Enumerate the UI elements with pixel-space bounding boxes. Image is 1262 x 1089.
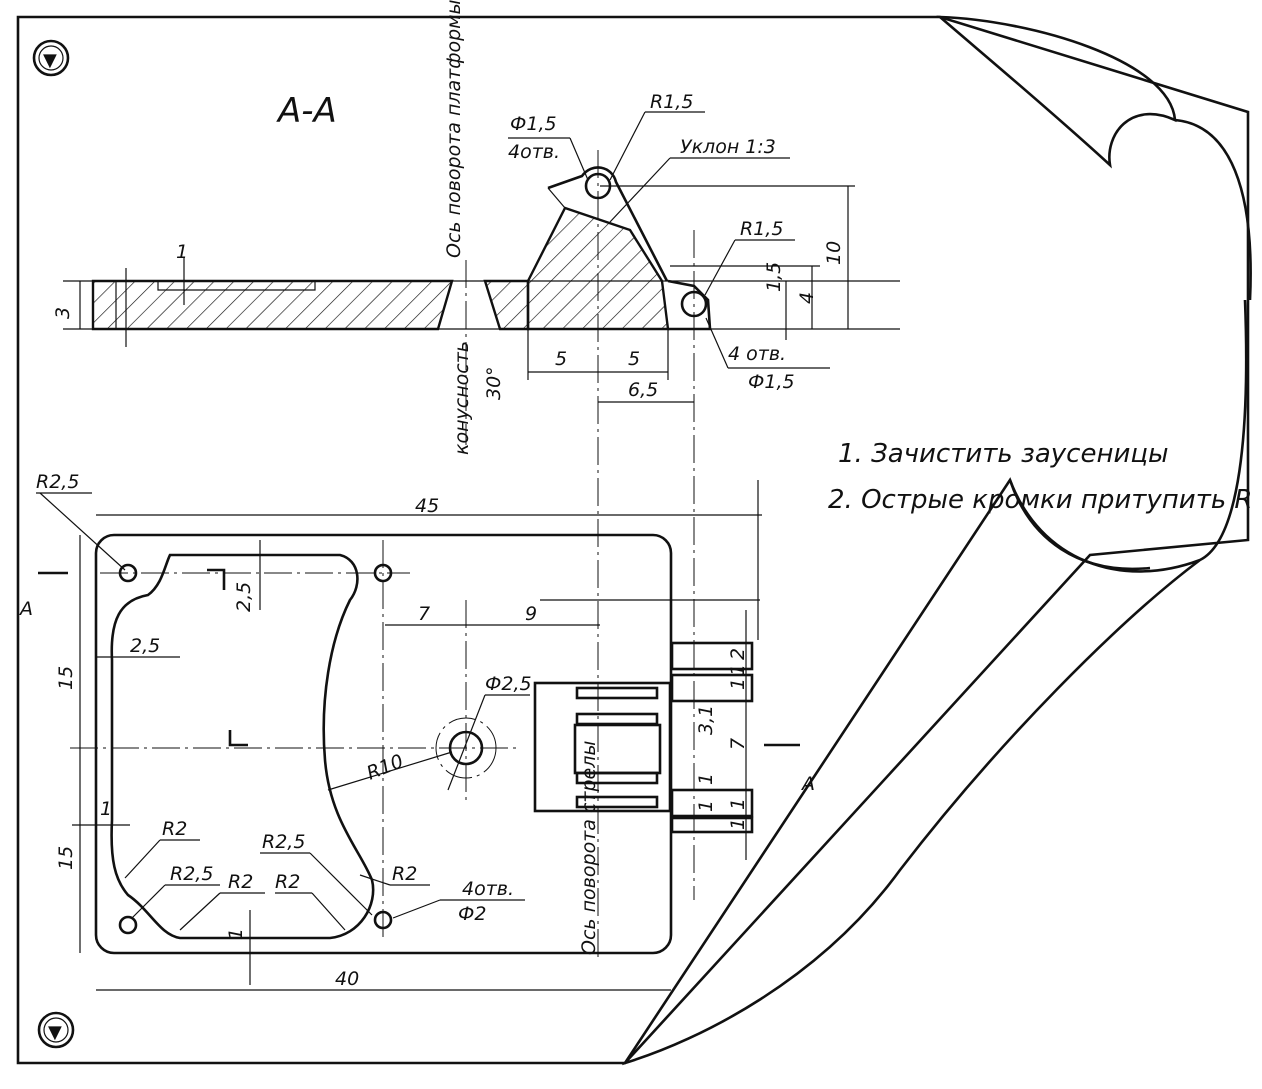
svg-text:15: 15 bbox=[55, 666, 77, 690]
svg-text:6,5: 6,5 bbox=[628, 379, 658, 401]
taper-angle: 30° bbox=[483, 366, 505, 400]
plan-hole-3 bbox=[118, 915, 138, 935]
svg-text:1: 1 bbox=[100, 798, 112, 820]
svg-text:R1,5: R1,5 bbox=[650, 91, 693, 113]
svg-text:▼: ▼ bbox=[48, 1022, 62, 1043]
svg-text:10: 10 bbox=[823, 241, 845, 265]
svg-text:Уклон 1:3: Уклон 1:3 bbox=[680, 136, 776, 158]
svg-text:R2,5: R2,5 bbox=[36, 471, 79, 493]
lug-outline bbox=[547, 166, 669, 282]
svg-text:1: 1 bbox=[727, 664, 749, 676]
sheet-border bbox=[16, 15, 1250, 1065]
corner-mark-top: ▼ bbox=[32, 39, 70, 77]
section-title: А-А bbox=[276, 91, 337, 131]
svg-text:1: 1 bbox=[727, 818, 749, 830]
boom-axis-label: Ось поворота стрелы bbox=[578, 741, 600, 955]
svg-text:4отв.: 4отв. bbox=[462, 878, 514, 900]
svg-text:40: 40 bbox=[335, 968, 359, 990]
section-plate-right bbox=[483, 279, 530, 331]
svg-text:Ф2: Ф2 bbox=[458, 903, 486, 925]
svg-text:2,5: 2,5 bbox=[233, 582, 255, 612]
svg-text:4 отв.: 4 отв. bbox=[728, 343, 786, 365]
section-plate-left bbox=[91, 279, 454, 331]
svg-text:1,5: 1,5 bbox=[763, 262, 785, 292]
svg-text:R2,5: R2,5 bbox=[170, 863, 213, 885]
svg-text:R2: R2 bbox=[392, 863, 417, 885]
svg-text:4отв.: 4отв. bbox=[508, 141, 560, 163]
page-curl-top bbox=[936, 15, 1177, 169]
gear-body bbox=[533, 681, 672, 813]
svg-text:5: 5 bbox=[555, 348, 567, 370]
svg-text:▼: ▼ bbox=[43, 50, 57, 71]
taper-label: конусность bbox=[451, 341, 473, 455]
svg-text:2,5: 2,5 bbox=[130, 635, 160, 657]
svg-text:4: 4 bbox=[796, 292, 818, 304]
svg-text:1: 1 bbox=[695, 800, 717, 812]
corner-mark-bottom: ▼ bbox=[37, 1011, 75, 1049]
page-fold-curve bbox=[1008, 479, 1151, 571]
plate-recess bbox=[157, 281, 316, 291]
svg-text:1: 1 bbox=[225, 928, 247, 940]
svg-text:R1,5: R1,5 bbox=[740, 218, 783, 240]
svg-text:А: А bbox=[800, 773, 815, 795]
svg-text:3,1: 3,1 bbox=[695, 705, 717, 735]
svg-text:15: 15 bbox=[55, 846, 77, 870]
svg-text:1: 1 bbox=[176, 241, 188, 263]
inner-cutout bbox=[110, 553, 375, 940]
page-fold bbox=[621, 299, 1248, 1066]
svg-text:А: А bbox=[18, 598, 33, 620]
svg-text:R2: R2 bbox=[162, 818, 187, 840]
svg-text:Ф1,5: Ф1,5 bbox=[748, 371, 795, 393]
note-1: 1. Зачистить заусеницы bbox=[838, 439, 1169, 469]
svg-text:3: 3 bbox=[52, 307, 74, 319]
platform-axis-label: Ось поворота платформы bbox=[443, 0, 465, 258]
svg-text:2: 2 bbox=[727, 648, 749, 660]
svg-text:9: 9 bbox=[525, 603, 537, 625]
svg-text:R2: R2 bbox=[275, 871, 300, 893]
svg-text:R2,5: R2,5 bbox=[262, 831, 305, 853]
svg-text:7: 7 bbox=[727, 738, 749, 750]
svg-text:Ф1,5: Ф1,5 bbox=[510, 113, 557, 135]
note-2: 2. Острые кромки притупить R 0,5 bbox=[828, 485, 1262, 515]
svg-text:7: 7 bbox=[418, 603, 430, 625]
svg-text:1: 1 bbox=[695, 773, 717, 785]
page-curl-top-edge bbox=[1174, 118, 1252, 301]
svg-text:Ф2,5: Ф2,5 bbox=[485, 673, 532, 695]
svg-text:45: 45 bbox=[415, 495, 439, 517]
svg-text:1: 1 bbox=[727, 678, 749, 690]
gear-teeth bbox=[575, 641, 754, 834]
svg-text:5: 5 bbox=[628, 348, 640, 370]
svg-text:R2: R2 bbox=[228, 871, 253, 893]
svg-text:1: 1 bbox=[727, 798, 749, 810]
